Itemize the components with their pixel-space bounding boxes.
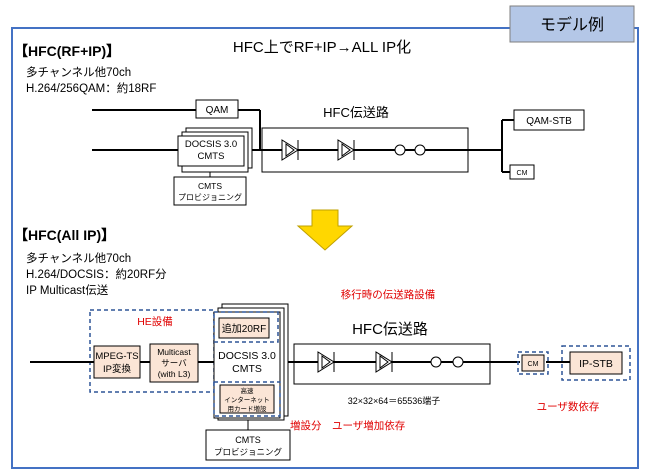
bottom-heading: 【HFC(All IP)】 xyxy=(14,227,115,243)
bottom-cmts-prov-box xyxy=(205,429,291,461)
multicast-line2: サーバ xyxy=(161,358,187,368)
top-amplifier-icon-2 xyxy=(337,139,355,161)
top-docsis-box xyxy=(177,135,245,167)
ip-stb-box xyxy=(569,351,623,375)
top-amplifier-icon-1 xyxy=(281,139,299,161)
top-hfc-box xyxy=(261,127,469,173)
ip-stb-label: IP-STB xyxy=(579,358,613,370)
card-box xyxy=(219,384,275,414)
bottom-cmts-prov-line1: CMTS xyxy=(235,435,261,445)
card-line1: 高速 xyxy=(241,386,255,395)
bottom-cm-label: CM xyxy=(528,361,539,368)
top-heading: 【HFC(RF+IP)】 xyxy=(14,43,120,59)
bottom-hfc-label: HFC伝送路 xyxy=(352,321,428,338)
bottom-hfc-box xyxy=(293,343,491,385)
qam-label: QAM xyxy=(206,105,229,116)
main-title: HFC上でRF+IP→ALL IP化 xyxy=(233,39,411,56)
add20rf-label: 追加20RF xyxy=(222,322,266,335)
qam-stb-label: QAM-STB xyxy=(526,116,572,127)
bottom-tap-icons xyxy=(430,356,464,368)
bottom-cm-frame xyxy=(517,351,549,375)
add20rf-box xyxy=(218,317,270,339)
card-frame xyxy=(213,381,281,417)
top-tap-icons xyxy=(394,144,426,156)
mpeg-ts-line1: MPEG-TS xyxy=(95,351,138,362)
add20rf-frame xyxy=(213,311,279,343)
bottom-cmts-prov-line2: プロビジョニング xyxy=(214,447,283,457)
bottom-desc-1: 多チャンネル他70ch xyxy=(26,251,131,265)
formula-text: 32×32×64＝65536端子 xyxy=(348,395,441,406)
bottom-desc-3: IP Multicast伝送 xyxy=(26,283,109,297)
top-desc-2: H.264/256QAM：約18RF xyxy=(26,81,156,95)
model-badge xyxy=(509,5,635,43)
note-increase: 増設分 xyxy=(290,419,322,432)
he-label: HE設備 xyxy=(137,315,173,328)
qam-stb-box xyxy=(513,109,585,131)
down-arrow-icon xyxy=(296,209,354,251)
top-cm-box xyxy=(509,164,535,180)
bottom-amplifier-icon-2 xyxy=(375,351,393,373)
note-user-count: ユーザ数依存 xyxy=(537,400,600,413)
mpeg-ts-line2: IP変換 xyxy=(103,363,131,375)
top-cmts-prov-line1: CMTS xyxy=(198,181,222,191)
top-docsis-line1: DOCSIS 3.0 xyxy=(185,139,237,150)
top-cm-label: CM xyxy=(517,170,528,177)
top-cmts-prov-line2: プロビジョニング xyxy=(178,192,242,202)
bottom-docsis-line1: DOCSIS 3.0 xyxy=(218,350,276,362)
multicast-line1: Multicast xyxy=(157,347,191,357)
top-docsis-line2: CMTS xyxy=(198,151,225,162)
note-user-increase: ユーザ増加依存 xyxy=(332,419,406,432)
ip-stb-frame xyxy=(561,345,631,381)
bottom-amplifier-icon-1 xyxy=(317,351,335,373)
migration-label: 移行時の伝送路設備 xyxy=(341,288,436,301)
top-desc-1: 多チャンネル他70ch xyxy=(26,65,131,79)
multicast-server-box xyxy=(149,343,199,383)
bottom-desc-2: H.264/DOCSIS：約20RF分 xyxy=(26,267,167,281)
bottom-docsis-line2: CMTS xyxy=(232,363,262,375)
card-line3: 用カード増設 xyxy=(228,404,268,413)
bottom-cm-box xyxy=(521,354,545,372)
top-cmts-prov-box xyxy=(173,176,247,206)
top-hfc-label: HFC伝送路 xyxy=(323,105,389,120)
multicast-line3: (with L3) xyxy=(158,369,191,379)
model-badge-text: モデル例 xyxy=(540,15,604,34)
card-line2: インターネット xyxy=(224,395,270,404)
mpeg-ts-box xyxy=(93,345,141,379)
qam-box xyxy=(195,99,239,119)
